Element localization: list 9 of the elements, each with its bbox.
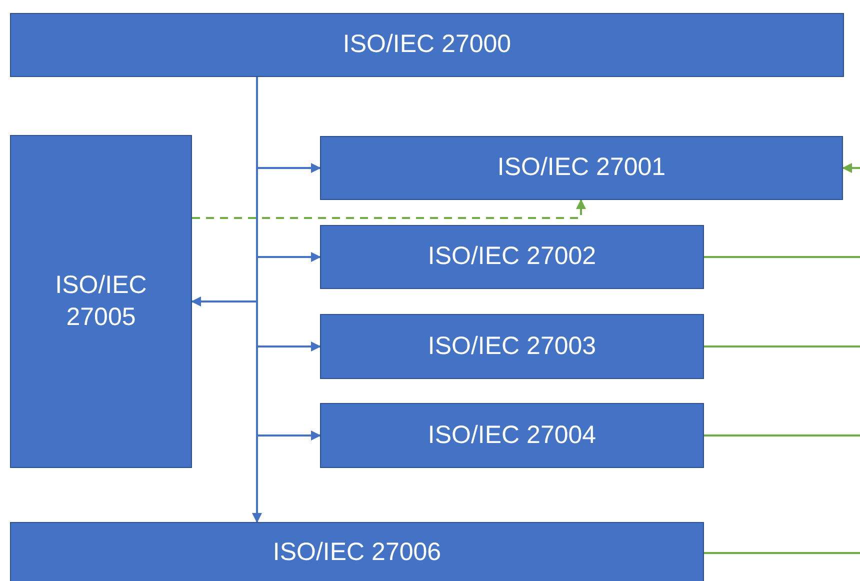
standard-box: ISO/IEC 27006 bbox=[10, 522, 704, 581]
arrow bbox=[192, 199, 586, 219]
standard-box: ISO/IEC 27000 bbox=[10, 13, 844, 77]
arrow bbox=[842, 163, 860, 173]
standard-box: ISO/IEC 27004 bbox=[320, 403, 704, 468]
standard-box: ISO/IEC 27001 bbox=[320, 136, 843, 200]
standard-box: ISO/IEC 27002 bbox=[320, 225, 704, 289]
standard-box: ISO/IEC 27005 bbox=[10, 135, 192, 468]
standard-box: ISO/IEC 27003 bbox=[320, 314, 704, 379]
